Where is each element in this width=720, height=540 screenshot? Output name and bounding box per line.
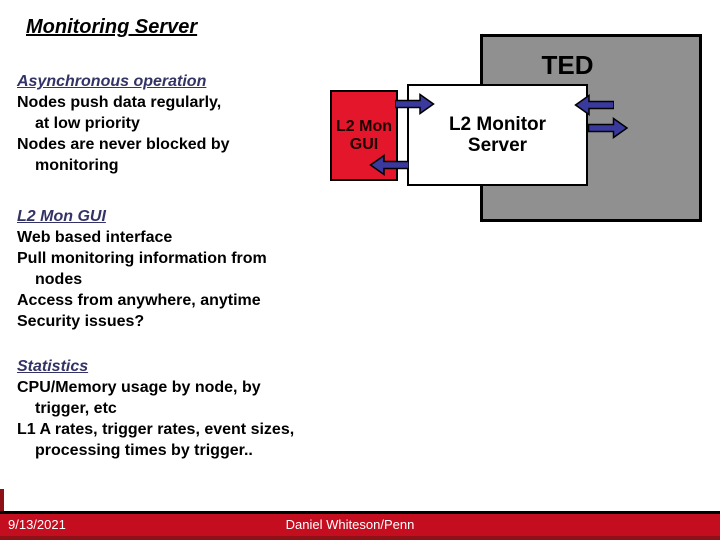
server-box-label-line1: L2 Monitor [448, 114, 547, 135]
text-line: trigger, etc [35, 400, 117, 417]
text-line: nodes [35, 271, 83, 288]
text-line: monitoring [35, 157, 119, 174]
arrow-ted-to-server-icon [574, 94, 614, 116]
text-line: Web based interface [17, 229, 173, 246]
footer-top-divider [0, 511, 720, 514]
footer-bottom-accent-strip [0, 536, 720, 540]
arrow-server-to-ted-icon [588, 117, 629, 139]
section-statistics: Statistics CPU/Memory usage by node, by … [17, 356, 347, 461]
text-line: Security issues? [17, 313, 145, 330]
footer-bar: 9/13/2021 Daniel Whiteson/Penn [0, 514, 720, 536]
server-box-label-line2: Server [467, 135, 528, 156]
section-l2-mon-gui: L2 Mon GUI Web based interface Pull moni… [17, 206, 347, 332]
footer-date: 9/13/2021 [8, 517, 66, 532]
section-heading: Asynchronous operation [17, 73, 207, 90]
l2-monitor-server-box: L2 Monitor Server [407, 84, 588, 186]
ted-label: TED [541, 50, 594, 80]
arrow-server-to-gui-icon [369, 154, 409, 176]
text-line: processing times by trigger.. [35, 442, 253, 459]
text-line: Pull monitoring information from [17, 250, 267, 267]
footer-author: Daniel Whiteson/Penn [285, 517, 415, 532]
arrow-gui-to-server-icon [395, 93, 435, 115]
gui-box-label-line1: L2 Mon [336, 117, 392, 135]
text-line: CPU/Memory usage by node, by [17, 379, 261, 396]
text-line: Nodes are never blocked by [17, 136, 230, 153]
text-line: Nodes push data regularly, [17, 94, 222, 111]
section-asynchronous-operation: Asynchronous operation Nodes push data r… [17, 71, 347, 176]
text-line: Access from anywhere, anytime [17, 292, 261, 309]
section-heading: Statistics [17, 358, 89, 375]
text-line: at low priority [35, 115, 140, 132]
section-heading: L2 Mon GUI [17, 208, 106, 225]
gui-box-label-line2: GUI [349, 135, 379, 153]
slide-title: Monitoring Server [26, 16, 198, 38]
text-line: L1 A rates, trigger rates, event sizes, [17, 421, 295, 438]
